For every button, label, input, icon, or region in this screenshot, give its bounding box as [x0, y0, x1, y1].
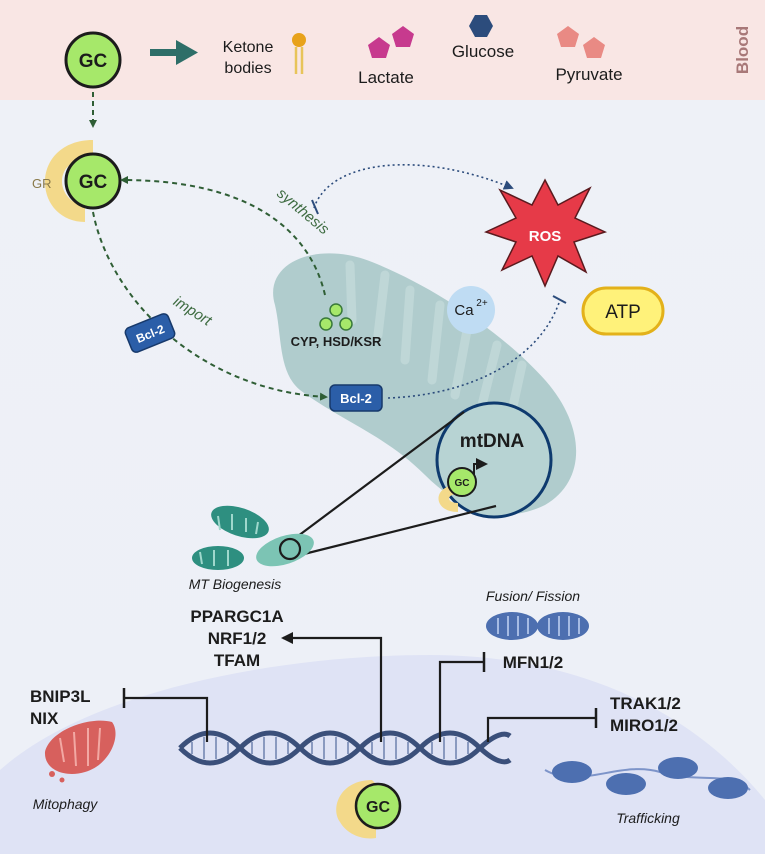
ros-production-arrow: [313, 164, 514, 209]
ros-label: ROS: [529, 228, 562, 245]
bcl2-mito-badge: Bcl-2: [329, 384, 383, 412]
trafficking-mito-icon: [544, 757, 751, 799]
calcium-label: Ca: [454, 302, 474, 319]
mtdna-gc-label: GC: [455, 478, 470, 489]
biogenesis-activation-arrow: [281, 632, 383, 742]
lactate-pentagon-icon: [368, 26, 414, 58]
lipid-icon: [292, 33, 306, 74]
mtdna-zoom: mtDNA GC: [435, 401, 553, 519]
gene-nix: NIX: [30, 709, 59, 728]
enzyme-granules: [319, 303, 353, 331]
biogenesis-mitochondria-icon: [192, 505, 314, 570]
zoom-line-top: [289, 411, 465, 543]
enzyme-label: CYP, HSD/KSR: [291, 334, 382, 349]
ketone-label-2: bodies: [224, 60, 271, 77]
mfn-inhibit-line: [438, 660, 484, 742]
synthesis-arrow: [120, 176, 326, 296]
mitophagy-label: Mitophagy: [33, 796, 99, 812]
blood-gc-label: GC: [79, 51, 108, 72]
lactate-label: Lactate: [358, 68, 414, 87]
mt-biogenesis-label: MT Biogenesis: [189, 576, 282, 592]
bcl2-mito-label: Bcl-2: [340, 391, 372, 406]
gene-miro: MIRO1/2: [610, 716, 678, 735]
bcl2-inhibit-bar: [552, 295, 567, 304]
blood-label: Blood: [733, 26, 752, 74]
ros-inhibit-bar: [311, 199, 319, 215]
atp-label: ATP: [605, 302, 641, 323]
gene-trak: TRAK1/2: [610, 694, 681, 713]
fusion-fission-label: Fusion/ Fission: [486, 588, 580, 604]
gr-receptor: [45, 140, 93, 222]
mitophagy-inhibit-line: [124, 696, 209, 742]
blood-gc-molecule: GC: [64, 31, 122, 89]
synthesis-label: synthesis: [273, 185, 332, 239]
trafficking-inhibit-line: [486, 716, 596, 742]
gene-tfam: TFAM: [214, 651, 260, 670]
nuclear-gc-label: GC: [366, 799, 390, 816]
cell-gc-label: GC: [79, 172, 108, 193]
glucose-hexagon-icon: [469, 15, 493, 37]
ketone-label-1: Ketone: [223, 39, 274, 56]
pyruvate-label: Pyruvate: [555, 65, 622, 84]
glucose-label: Glucose: [452, 42, 514, 61]
dna-helix-icon: [178, 730, 512, 766]
pyruvate-pentagon-icon: [557, 26, 605, 58]
bcl2-cyto-badge: Bcl-2: [124, 313, 176, 353]
release-arrow: [150, 40, 198, 65]
gene-mfn: MFN1/2: [503, 653, 563, 672]
gr-label: GR: [32, 176, 52, 191]
import-label: import: [170, 293, 215, 330]
trafficking-label: Trafficking: [616, 810, 680, 826]
cell-gc-molecule: GC: [64, 152, 122, 210]
ros-star-icon: [483, 178, 608, 288]
gene-pparg: PPARGC1A: [190, 607, 283, 626]
calcium-ion: Ca 2+: [447, 286, 495, 334]
zoom-line-bottom: [295, 504, 497, 558]
gene-bnip3l: BNIP3L: [30, 687, 90, 706]
nuclear-gc-molecule: GC: [336, 780, 402, 839]
mtdna-label: mtDNA: [460, 431, 525, 452]
calcium-charge: 2+: [476, 298, 488, 309]
atp-badge: ATP: [581, 286, 665, 336]
nucleus: [0, 655, 765, 854]
gene-nrf: NRF1/2: [208, 629, 267, 648]
mitophagy-mito-icon: [44, 720, 116, 783]
fusion-fission-mito-icon: [486, 612, 589, 640]
